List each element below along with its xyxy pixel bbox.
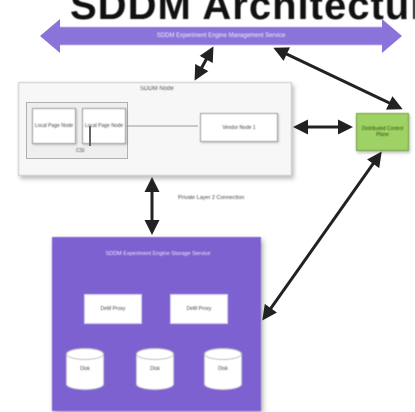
local-node-group-label: CSI bbox=[76, 148, 85, 154]
storage-service-title: SDDM Experiment Engine Storage Service bbox=[105, 251, 211, 257]
proxy-box-1: DeM Proxy bbox=[84, 294, 142, 324]
banner-right-arrowhead bbox=[382, 19, 402, 53]
disk-2: Disk bbox=[136, 348, 174, 390]
sddm-node-title: SDDM Node bbox=[140, 86, 174, 92]
local-node-box-2: Local Page Node bbox=[82, 108, 126, 144]
diagram-title: SDDM Architecture bbox=[70, 0, 415, 26]
disk-3: Disk bbox=[204, 348, 242, 390]
control-plane-box: Distributed Control Plane bbox=[356, 113, 409, 151]
local-node-box-1: Local Page Node bbox=[32, 108, 76, 144]
banner-to-node-arrow bbox=[194, 46, 214, 81]
vendor-node-box: Vendor Node 1 bbox=[200, 113, 278, 142]
control-plane-to-storage-arrow bbox=[262, 151, 382, 321]
disk-1: Disk bbox=[66, 348, 104, 390]
banner-left-arrowhead bbox=[40, 19, 60, 53]
private-connection-label: Private Layer 2 Connection bbox=[178, 195, 245, 201]
banner-to-control-plane-arrow bbox=[273, 47, 403, 110]
proxy-box-2: DeM Proxy bbox=[170, 294, 228, 324]
management-service-banner: SDDM Experiment Engine Management Servic… bbox=[58, 27, 384, 45]
